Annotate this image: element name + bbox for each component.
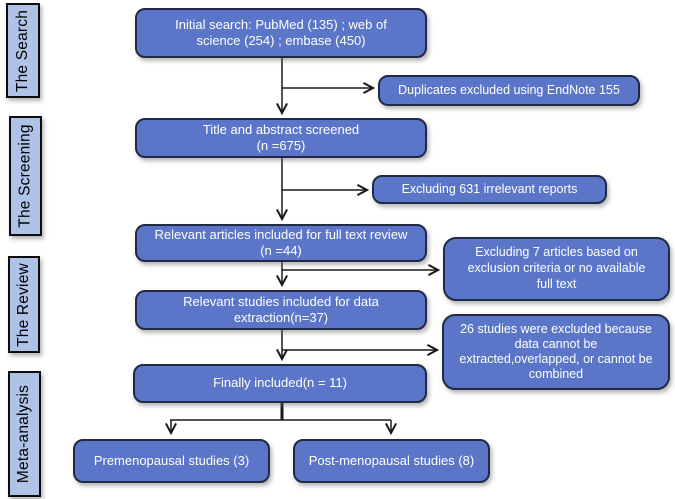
node-initial-search: Initial search: PubMed (135) ; web of sc… [135, 8, 427, 58]
node-full-text-review: Relevant articles included for full text… [135, 224, 427, 262]
stage-label-text: Meta-analysis [15, 384, 33, 484]
node-excluding-irrelevant: Excluding 631 irrelevant reports [372, 175, 607, 204]
stage-label-the-search: The Search [6, 3, 40, 98]
stage-label-meta-analysis: Meta-analysis [8, 371, 41, 497]
stage-label-text: The Screening [16, 124, 34, 228]
node-excluding-seven-articles: Excluding 7 articles based on exclusion … [443, 237, 670, 301]
stage-label-text: The Search [14, 9, 32, 92]
node-duplicates-excluded: Duplicates excluded using EndNote 155 [378, 75, 640, 106]
stage-label-text: The Review [15, 262, 32, 347]
stage-label-the-screening: The Screening [9, 116, 42, 236]
node-title-abstract-screened: Title and abstract screened (n =675) [135, 118, 427, 158]
node-finally-included: Finally included(n = 11) [133, 364, 427, 403]
node-data-extraction: Relevant studies included for data extra… [135, 290, 427, 330]
node-premenopausal-studies: Premenopausal studies (3) [73, 439, 270, 483]
node-postmenopausal-studies: Post-menopausal studies (8) [293, 439, 490, 483]
node-twentysix-excluded: 26 studies were excluded because data ca… [442, 314, 670, 390]
stage-label-the-review: The Review [8, 256, 40, 353]
